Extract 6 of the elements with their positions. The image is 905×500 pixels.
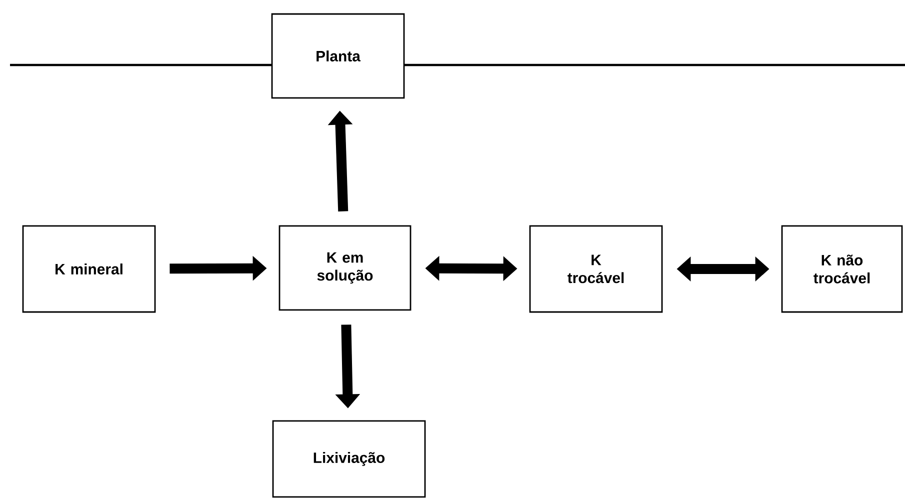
process-box: Planta (271, 13, 405, 99)
process-box: K não trocável (781, 225, 903, 313)
process-box: Lixiviação (272, 420, 426, 498)
process-box: K em solução (278, 225, 412, 311)
process-box: K mineral (22, 225, 156, 313)
process-box: K trocável (529, 225, 663, 313)
